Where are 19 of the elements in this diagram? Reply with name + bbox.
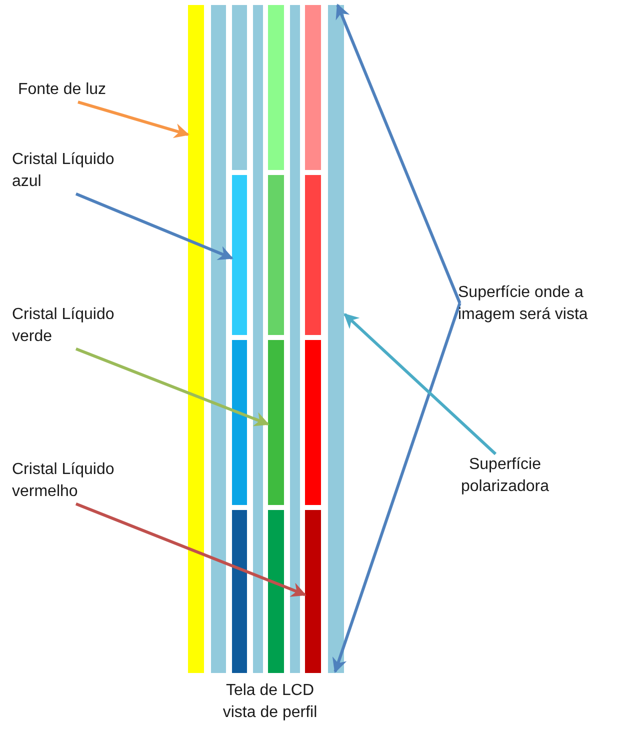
callout-text: Superfície polarizadora [446, 454, 564, 498]
callout-text: Superfície onde a imagem será vista [458, 282, 640, 326]
lcd-layer-bar [305, 510, 321, 673]
arrow [336, 4, 462, 304]
callout-text: Cristal Líquido vermelho [12, 459, 140, 503]
callout-text: Cristal Líquido azul [12, 149, 140, 193]
arrow [344, 313, 497, 456]
lcd-layer-bar [328, 5, 344, 673]
lcd-layer-bar [188, 5, 204, 185]
arrow [75, 192, 234, 260]
callout-text: Cristal Líquido verde [12, 304, 140, 348]
arrow [75, 502, 306, 597]
lcd-layer-bar [268, 340, 284, 505]
caption-text: Tela de LCD vista de perfil [222, 681, 318, 723]
arrow [78, 100, 190, 138]
lcd-layer-bar [232, 175, 247, 335]
callout-text: Fonte de luz [18, 79, 138, 101]
arrow [332, 302, 462, 674]
arrow [75, 347, 270, 426]
